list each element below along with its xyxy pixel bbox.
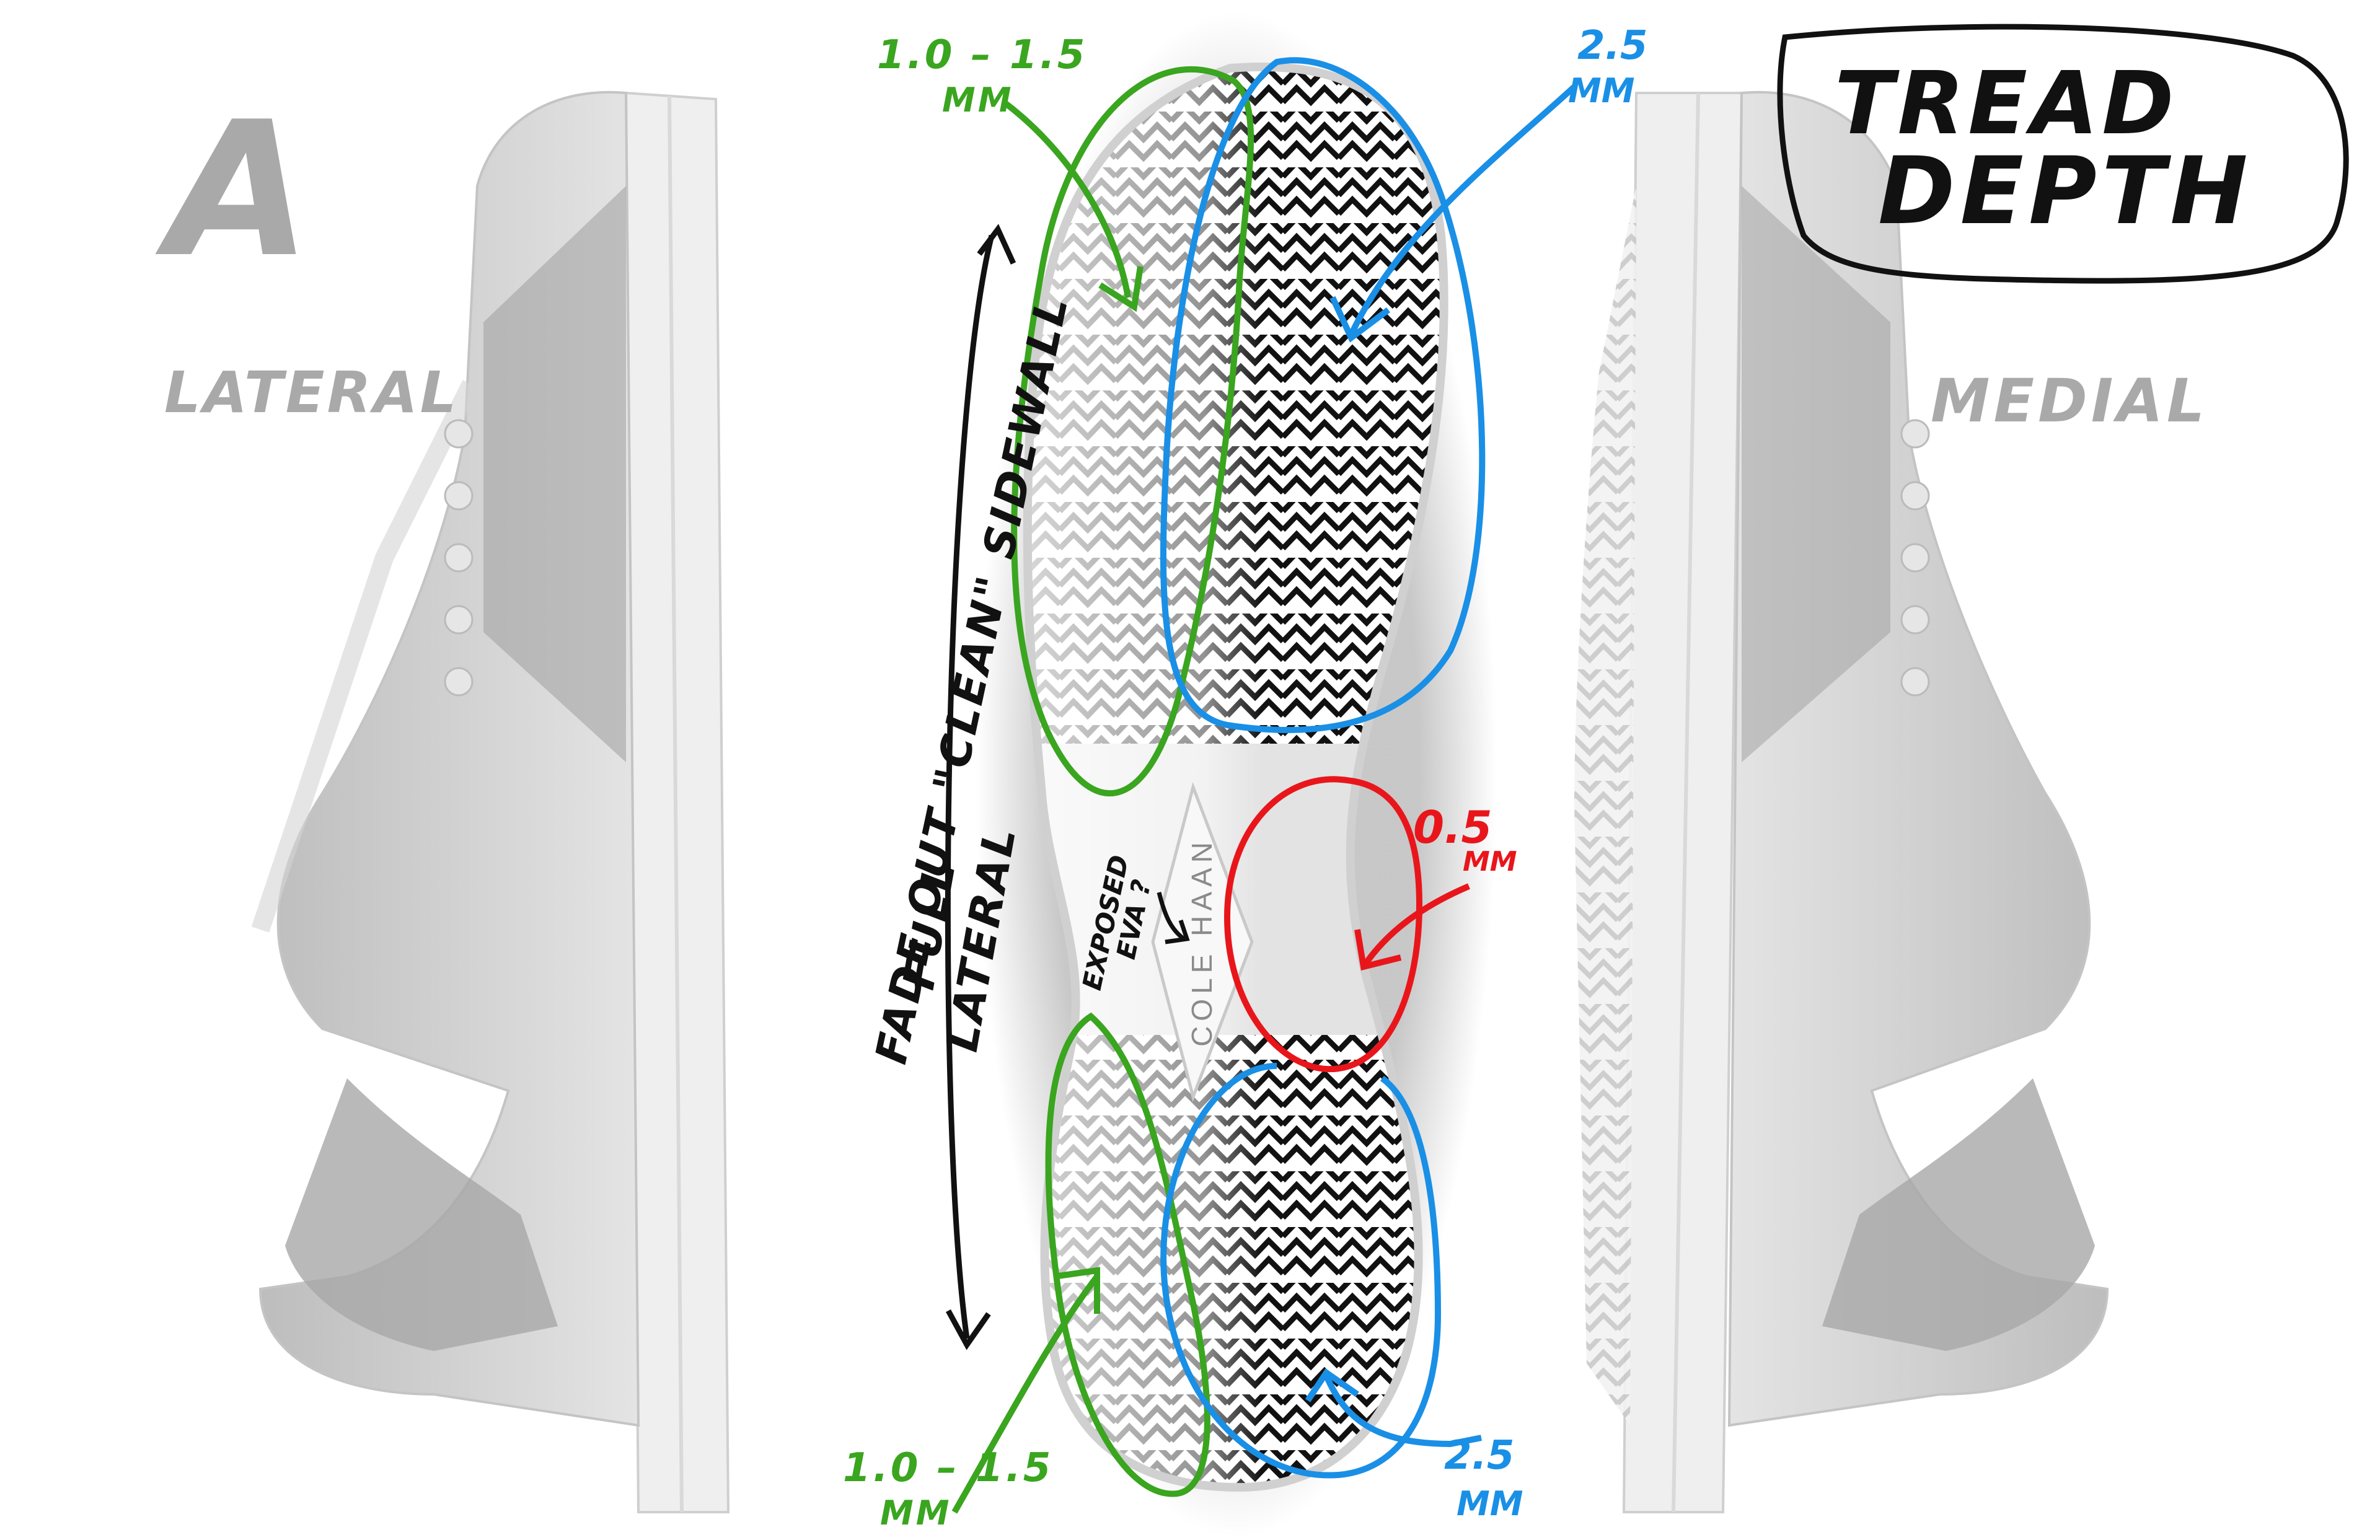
forefoot-lateral-value: 1.0 – 1.5 <box>877 32 1087 78</box>
midfoot-zone <box>1223 776 1470 1073</box>
heel-lateral-zone <box>951 1012 1210 1514</box>
heel-medial-value: 2.5 <box>1444 1433 1514 1479</box>
forefoot-medial-value: 2.5 <box>1577 23 1647 69</box>
heel-lateral-value: 1.0 – 1.5 <box>843 1445 1053 1491</box>
lateral-label: LATERAL <box>164 359 459 426</box>
forefoot-lateral-unit: MM <box>942 81 1013 120</box>
heel-medial-zone <box>1160 1063 1482 1479</box>
brand-logo: COLE HAAN <box>1186 837 1218 1047</box>
forefoot-medial-zone <box>1160 57 1577 733</box>
forefoot-medial-unit: MM <box>1568 71 1634 110</box>
midfoot-unit: MM <box>1463 846 1517 878</box>
forefoot-lateral-zone <box>1002 66 1254 797</box>
title-line-1: TREAD <box>1835 53 2178 154</box>
brand-plate <box>1151 781 1254 1102</box>
medial-label: MEDIAL <box>1931 366 2208 436</box>
heel-lateral-unit: MM <box>880 1494 951 1533</box>
title-line-2: DEPTH <box>1878 138 2253 245</box>
heel-medial-unit: MM <box>1457 1484 1523 1523</box>
medial-shoe-view <box>1574 90 2109 1513</box>
outsole-view <box>976 12 1497 1537</box>
sidewall-arrow <box>945 224 1016 1350</box>
option-letter: A <box>153 82 312 298</box>
midfoot-value: 0.5 <box>1413 801 1492 853</box>
title-bubble <box>1777 24 2349 284</box>
eva-arrow <box>1157 892 1190 944</box>
lateral-shoe-view <box>251 90 730 1513</box>
